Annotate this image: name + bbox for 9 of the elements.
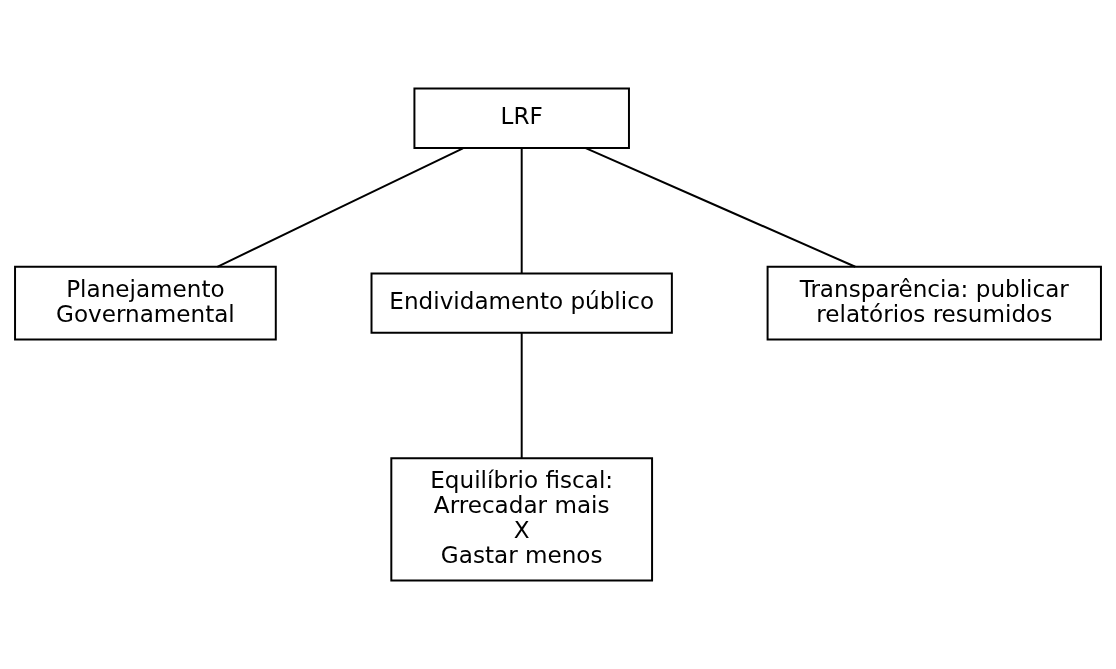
node-box: Transparência: publicar relatórios resumidos <box>766 265 1102 341</box>
connector <box>216 147 464 268</box>
connector <box>520 332 523 460</box>
node-box: Planejamento Governamental <box>14 265 277 341</box>
connector <box>584 147 857 268</box>
connector <box>520 147 523 275</box>
node-box: Equilíbrio fiscal: Arrecadar mais X Gastar menos <box>390 457 654 582</box>
node-box: Endividamento público <box>370 272 673 334</box>
node-box: LRF <box>413 87 630 149</box>
